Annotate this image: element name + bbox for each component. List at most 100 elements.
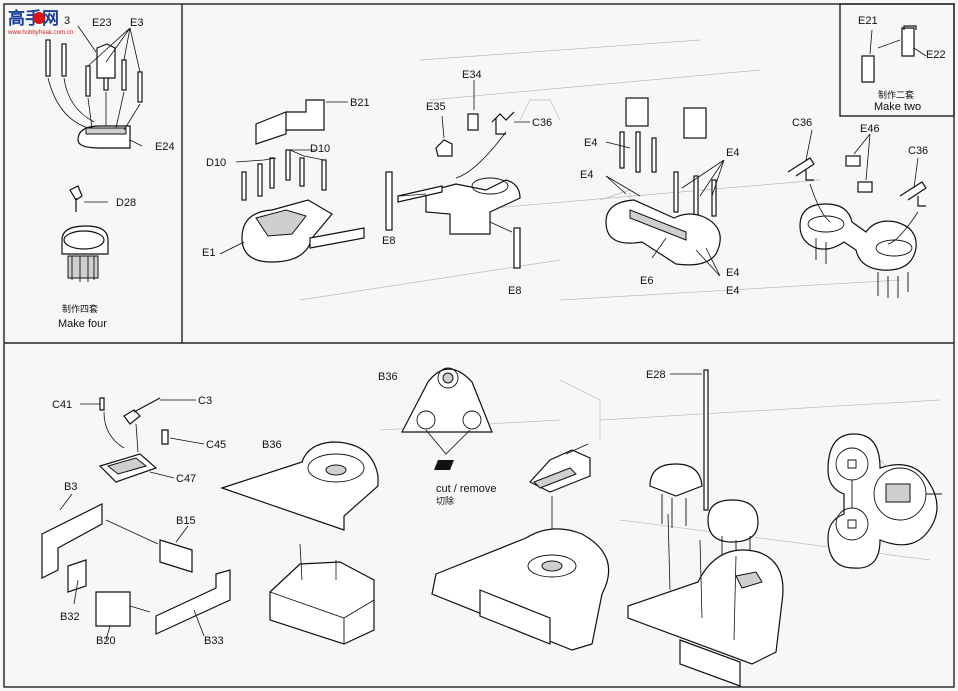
- label-e35: E35: [426, 101, 446, 113]
- part-twin-base: [799, 203, 917, 271]
- label-c47: C47: [176, 473, 196, 485]
- assembly-e34-e35: E34 E35 C36 E8 E8: [382, 69, 552, 297]
- assembly-c47: C41 C3 C45 C47: [52, 395, 226, 485]
- part-e8-right: [513, 227, 521, 269]
- label-b21: B21: [350, 97, 370, 109]
- panel-inset-make-two: E21 E22 制作二套 Make two: [858, 15, 946, 113]
- part-c36-left: [787, 157, 815, 181]
- part-b36-box: [269, 561, 375, 645]
- part-b32: [67, 559, 87, 593]
- part-e6-base: [605, 199, 721, 266]
- watermark-logo: 高手网 www.hobbyfreak.com.cn: [7, 8, 73, 36]
- label-e23: E23: [92, 17, 112, 29]
- part-e46-b: [857, 181, 873, 193]
- label-e4-a: E4: [584, 137, 597, 149]
- label-c36: C36: [532, 117, 552, 129]
- label-e46: E46: [860, 123, 880, 135]
- label-e3: E3: [130, 17, 143, 29]
- label-e4-d: E4: [726, 267, 739, 279]
- part-b20: [95, 591, 131, 627]
- part-e35: [435, 139, 453, 157]
- label-b33: B33: [204, 635, 224, 647]
- assembly-e28: E28: [627, 369, 784, 687]
- part-b33: [155, 569, 231, 635]
- assembly-e1: B21 D10 D10 E1: [202, 97, 370, 263]
- note-make-four-cn: 制作四套: [62, 303, 98, 315]
- part-d10-pins: [241, 149, 327, 201]
- label-c3: C3: [198, 395, 212, 407]
- label-e6: E6: [640, 275, 653, 287]
- label-e8-left: E8: [382, 235, 395, 247]
- note-make-two: Make two: [874, 101, 921, 113]
- part-e22: [901, 25, 917, 57]
- watermark-site: www.hobbyfreak.com.cn: [7, 30, 73, 36]
- part-c3: [123, 397, 161, 425]
- label-e34: E34: [462, 69, 482, 81]
- part-e4-pins: [619, 131, 717, 217]
- label-b15: B15: [176, 515, 196, 527]
- assembly-b36-deck: B36: [220, 439, 379, 645]
- label-c45: C45: [206, 439, 226, 451]
- label-d10-left: D10: [206, 157, 226, 169]
- note-make-two-cn: 制作二套: [878, 89, 914, 101]
- part-c41: [99, 397, 105, 411]
- label-b36-plate: B36: [378, 371, 398, 383]
- label-e21: E21: [858, 15, 878, 27]
- part-b36-deck: [220, 441, 379, 531]
- panel-frames: [3, 3, 955, 688]
- label-d28: D28: [116, 197, 136, 209]
- assembly-b36-cut: B36 cut / remove 切除: [378, 367, 497, 507]
- part-d28: [69, 185, 83, 212]
- assembly-c36-e46: C36 E46 C36: [787, 117, 928, 298]
- label-d10-right: D10: [310, 143, 330, 155]
- label-e22: E22: [926, 49, 946, 61]
- part-c45: [161, 429, 169, 445]
- label-cut-remove-cn: 切除: [436, 495, 454, 507]
- part-b3: [41, 503, 103, 579]
- label-e24: E24: [155, 141, 175, 153]
- label-b32: B32: [60, 611, 80, 623]
- part-e23: [96, 43, 116, 79]
- part-twin-upper: [649, 463, 703, 497]
- assembly-top-view: [827, 433, 942, 569]
- part-c36-right: [899, 181, 927, 207]
- part-b21: [255, 99, 325, 145]
- assembly-b3-b33: B3 B15 B32 B20 B33: [41, 481, 231, 647]
- part-box-right: [683, 107, 707, 139]
- note-make-four: Make four: [58, 318, 107, 330]
- cut-icon: [434, 460, 454, 470]
- part-b15: [159, 539, 193, 573]
- part-c36: [491, 111, 515, 135]
- watermark-dot-icon: [33, 12, 45, 24]
- part-e34: [467, 113, 479, 131]
- label-e3-partial: 3: [64, 15, 70, 27]
- part-e28-mast: [703, 369, 709, 511]
- label-e28: E28: [646, 369, 666, 381]
- part-deck-mast: [627, 549, 784, 665]
- assembly-e6: E4 E4 E4 E4 E4 E6: [580, 97, 739, 297]
- label-e4-c: E4: [726, 147, 739, 159]
- part-e8-left: [385, 171, 393, 231]
- label-e8-right: E8: [508, 285, 521, 297]
- label-b3: B3: [64, 481, 77, 493]
- label-b20: B20: [96, 635, 116, 647]
- panel-top-left-lower: D28 制作四套 Make four: [58, 185, 136, 330]
- part-deck-large: [431, 528, 610, 651]
- label-c36-right: C36: [908, 145, 928, 157]
- part-top-view-plan: [827, 433, 938, 569]
- label-c36-left: C36: [792, 117, 812, 129]
- panel-top-left-upper: 3 E23 E3 E24: [45, 15, 175, 153]
- inset-frame: [839, 3, 955, 117]
- label-b36-deck: B36: [262, 439, 282, 451]
- label-e4-e: E4: [726, 285, 739, 297]
- part-box-left: [625, 97, 649, 127]
- part-b36-plate: [401, 368, 493, 433]
- label-cut-remove: cut / remove: [436, 483, 497, 495]
- part-e21: [861, 55, 875, 83]
- label-e4-b: E4: [580, 169, 593, 181]
- label-c41: C41: [52, 399, 72, 411]
- part-e46-a: [845, 155, 861, 167]
- assembly-turret-deck: [431, 443, 610, 651]
